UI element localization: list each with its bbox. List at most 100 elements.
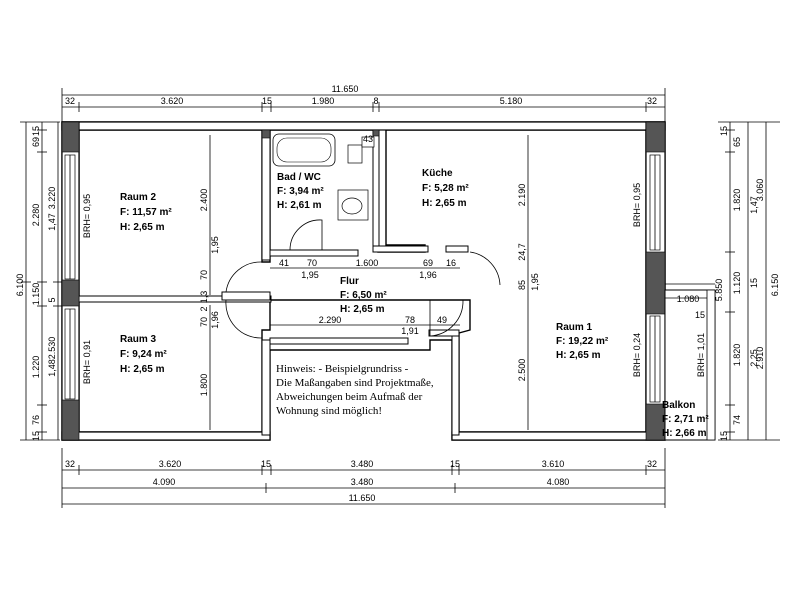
outer-walls (61, 121, 666, 441)
flur-top-5: 16 (446, 258, 456, 268)
left-col3-b: 2.530 (47, 337, 57, 360)
bottom-seg-6: 3.610 (542, 459, 565, 469)
raum1-mid-3: 24,7 (517, 243, 527, 261)
kueche-height: 2.190 (517, 184, 527, 207)
note: Hinweis: - Beispielgrundriss - Die Maßan… (276, 363, 434, 417)
right-col1-d: 1.120 (732, 272, 742, 295)
brh-raum3: BRH= 0,91 (82, 340, 92, 384)
brh-raum2: BRH= 0,95 (82, 194, 92, 238)
right-col1-b: 65 (732, 137, 742, 147)
bottom-row2-1: 4.090 (153, 477, 176, 487)
right-dimensions: 15 65 1.820 1.120 1.820 74 15 1,47 15 2,… (714, 121, 780, 441)
right-col1-f: 74 (732, 415, 742, 425)
wall-piers (61, 121, 666, 441)
r3-height: 1.800 (199, 374, 209, 397)
left-dimensions: 15 69 2.280 1.150 1.220 76 15 1,47 5 1,4… (15, 121, 63, 441)
flur-small-4: 1,96 (210, 311, 220, 329)
note-line-1: Hinweis: - Beispielgrundriss - (276, 363, 409, 375)
top-seg-5: 8 (373, 96, 378, 106)
right-col2-c: 2,25 (749, 349, 759, 367)
top-seg-7: 32 (647, 96, 657, 106)
balkon-width: 1.080 (677, 294, 700, 304)
door-arc-kueche (469, 251, 501, 286)
left-col1-b: 69 (31, 137, 41, 147)
interior-dimensions: 2.400 1.800 70 1,95 70 1,96 1,3 2 41 70 … (199, 135, 540, 430)
flur-height: H: 2,65 m (340, 304, 385, 315)
flur-small-1: 70 (199, 270, 209, 280)
balkon-name: Balkon (662, 400, 695, 411)
bottom-seg-5: 15 (450, 459, 460, 469)
left-total: 6.100 (15, 274, 25, 297)
raum3-height: H: 2,65 m (120, 364, 165, 375)
right-col1-c: 1.820 (732, 189, 742, 212)
brh-kueche: BRH= 0,95 (632, 183, 642, 227)
raum1-name: Raum 1 (556, 322, 593, 333)
flur-small-2: 1,95 (210, 236, 220, 254)
bathroom-fixtures: 43 (272, 133, 375, 221)
right-mid: 5.850 (714, 279, 724, 302)
left-col1-c: 2.280 (31, 204, 41, 227)
door-arc-bad (289, 219, 323, 251)
bottom-seg-4: 3.480 (351, 459, 374, 469)
raum3-area: F: 9,24 m² (120, 349, 167, 360)
top-dimensions: 11.650 32 3.620 15 1.980 8 5.180 32 (61, 84, 666, 130)
kueche-name: Küche (422, 168, 453, 179)
left-col1-d: 1.150 (31, 283, 41, 306)
left-col1-a: 15 (31, 126, 41, 136)
raum3-name: Raum 3 (120, 334, 157, 345)
top-seg-6: 5.180 (500, 96, 523, 106)
flur-bottom-1: 2.290 (319, 315, 342, 325)
balcony: 1.080 15 (664, 283, 716, 441)
balkon-15: 15 (695, 310, 705, 320)
doors (225, 219, 501, 339)
balkon-area: F: 2,71 m² (662, 414, 709, 425)
door-arc-raum3 (225, 299, 263, 339)
right-col1-a: 15 (719, 126, 729, 136)
flur-top-7: 1,96 (419, 270, 437, 280)
note-line-2: Die Maßangaben sind Projektmaße, (276, 377, 434, 389)
right-col3-a: 3.060 (755, 179, 765, 202)
brh-raum1: BRH= 0,24 (632, 333, 642, 377)
brh-labels: BRH= 0,95 BRH= 0,91 BRH= 0,95 BRH= 0,24 … (82, 183, 706, 384)
r2-height: 2.400 (199, 189, 209, 212)
sink-icon (347, 144, 363, 164)
right-total: 6.150 (770, 274, 780, 297)
flur-top-3: 1.600 (356, 258, 379, 268)
flur-small-6: 2 (199, 306, 209, 311)
raum1-mid-1: 85 (517, 280, 527, 290)
left-col2-a: 1,47 (47, 213, 57, 231)
raum2-area: F: 11,57 m² (120, 207, 172, 218)
flur-bottom-3: 1,91 (401, 326, 419, 336)
right-col1-g: 15 (719, 431, 729, 441)
flur-top-4: 69 (423, 258, 433, 268)
kueche-area: F: 5,28 m² (422, 183, 469, 194)
room-labels: Raum 2 F: 11,57 m² H: 2,65 m Raum 3 F: 9… (120, 168, 709, 439)
bad-43: 43 (363, 134, 373, 144)
flur-top-6: 1,95 (301, 270, 319, 280)
brh-balkon: BRH= 1,01 (696, 333, 706, 377)
balkon-height: H: 2,66 m (662, 428, 707, 439)
bottom-seg-1: 32 (65, 459, 75, 469)
bottom-seg-3: 15 (261, 459, 271, 469)
bottom-total: 11.650 (349, 493, 376, 503)
bad-height: H: 2,61 m (277, 200, 322, 211)
bottom-row2-3: 4.080 (547, 477, 570, 487)
flur-small-3: 70 (199, 317, 209, 327)
kueche-height: H: 2,65 m (422, 198, 467, 209)
top-seg-4: 1.980 (312, 96, 335, 106)
bad-name: Bad / WC (277, 172, 321, 183)
right-col2-b: 15 (749, 278, 759, 288)
left-col1-e: 1.220 (31, 356, 41, 379)
flur-top-2: 70 (307, 258, 317, 268)
left-col3-a: 3.220 (47, 187, 57, 210)
top-seg-2: 3.620 (161, 96, 184, 106)
door-arc-raum2 (225, 261, 263, 293)
raum1-height: H: 2,65 m (556, 350, 601, 361)
bottom-row2-2: 3.480 (351, 477, 374, 487)
flur-top-1: 41 (279, 258, 289, 268)
top-seg-3: 15 (262, 96, 272, 106)
raum1-mid-2: 1,95 (530, 273, 540, 291)
raum1-area: F: 19,22 m² (556, 336, 609, 347)
right-col3-b: 2.910 (755, 347, 765, 370)
